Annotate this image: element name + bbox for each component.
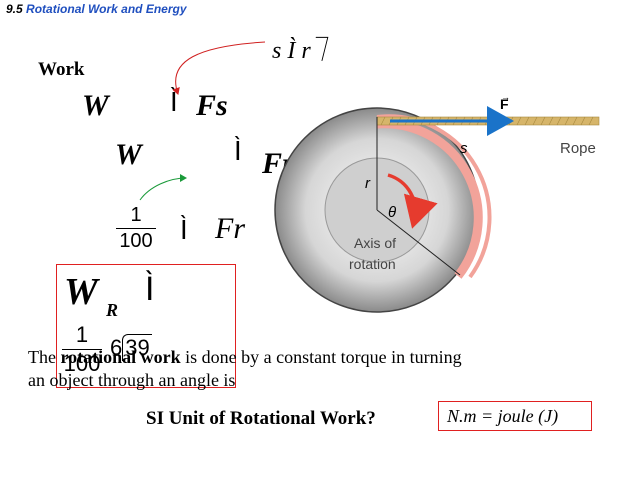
section-number: 9.5 [6, 2, 23, 16]
section-header: 9.5 Rotational Work and Energy [6, 2, 187, 16]
body-line-1-post: is done by a constant torque in turning [180, 347, 462, 367]
fraction-bar [116, 228, 156, 229]
arc-s [376, 119, 483, 279]
eq1-lhs: W [82, 89, 109, 122]
eq2-lhs: W [115, 138, 142, 171]
eq3-rhs: Fr [215, 212, 245, 245]
boxed-w: W [64, 271, 98, 313]
radius-line-angled [376, 209, 461, 276]
label-r: r [365, 175, 371, 192]
top-formula: s Ì r⏋ [272, 38, 335, 64]
eq3-symbol: Ì [180, 216, 188, 246]
si-answer: N.m = joule (J) [447, 406, 559, 426]
eq3-numerator: 1 [130, 204, 142, 226]
rotation-figure: F → s Rope r θ Axis of rotation [274, 95, 600, 313]
boxed-fraction: 1 100 [62, 322, 102, 377]
boxed-divisor: 6 [110, 335, 123, 360]
fraction-bar [62, 349, 102, 350]
green-curved-arrow [139, 174, 187, 201]
si-question: SI Unit of Rotational Work? [146, 408, 376, 429]
red-curved-arrow [172, 41, 266, 95]
eq1-rhs: Fs [196, 89, 228, 122]
section-title: Rotational Work and Energy [26, 2, 187, 16]
boxed-expression [56, 264, 236, 388]
body-line-1-bold: rotational work [60, 347, 181, 367]
boxed-dividend: 39 [122, 334, 152, 361]
eq2-symbol: Ì [234, 137, 242, 167]
eq1-symbol: Ì [170, 88, 178, 118]
work-label: Work [38, 59, 85, 80]
body-line-1: The rotational work is done by a constan… [28, 347, 462, 368]
label-axis-2: rotation [349, 256, 396, 272]
label-s: s [460, 140, 468, 157]
boxed-denominator: 100 [63, 351, 101, 376]
label-f-arrow: → [501, 95, 510, 102]
eq3-denominator: 100 [119, 230, 153, 252]
label-axis-1: Axis of [354, 235, 396, 251]
label-theta: θ [388, 204, 396, 221]
boxed-symbol: Ì [145, 270, 155, 308]
theta-arrow [387, 173, 438, 229]
si-answer-box [438, 401, 592, 431]
label-rope: Rope [560, 140, 596, 157]
label-f: F [500, 96, 509, 112]
body-line-1-pre: The [28, 347, 61, 367]
body-line-2: an object through an angle is [28, 370, 236, 390]
boxed-subscript: R [106, 300, 119, 320]
eq3-fraction: 1 100 [116, 204, 156, 253]
boxed-numerator: 1 [75, 322, 89, 347]
